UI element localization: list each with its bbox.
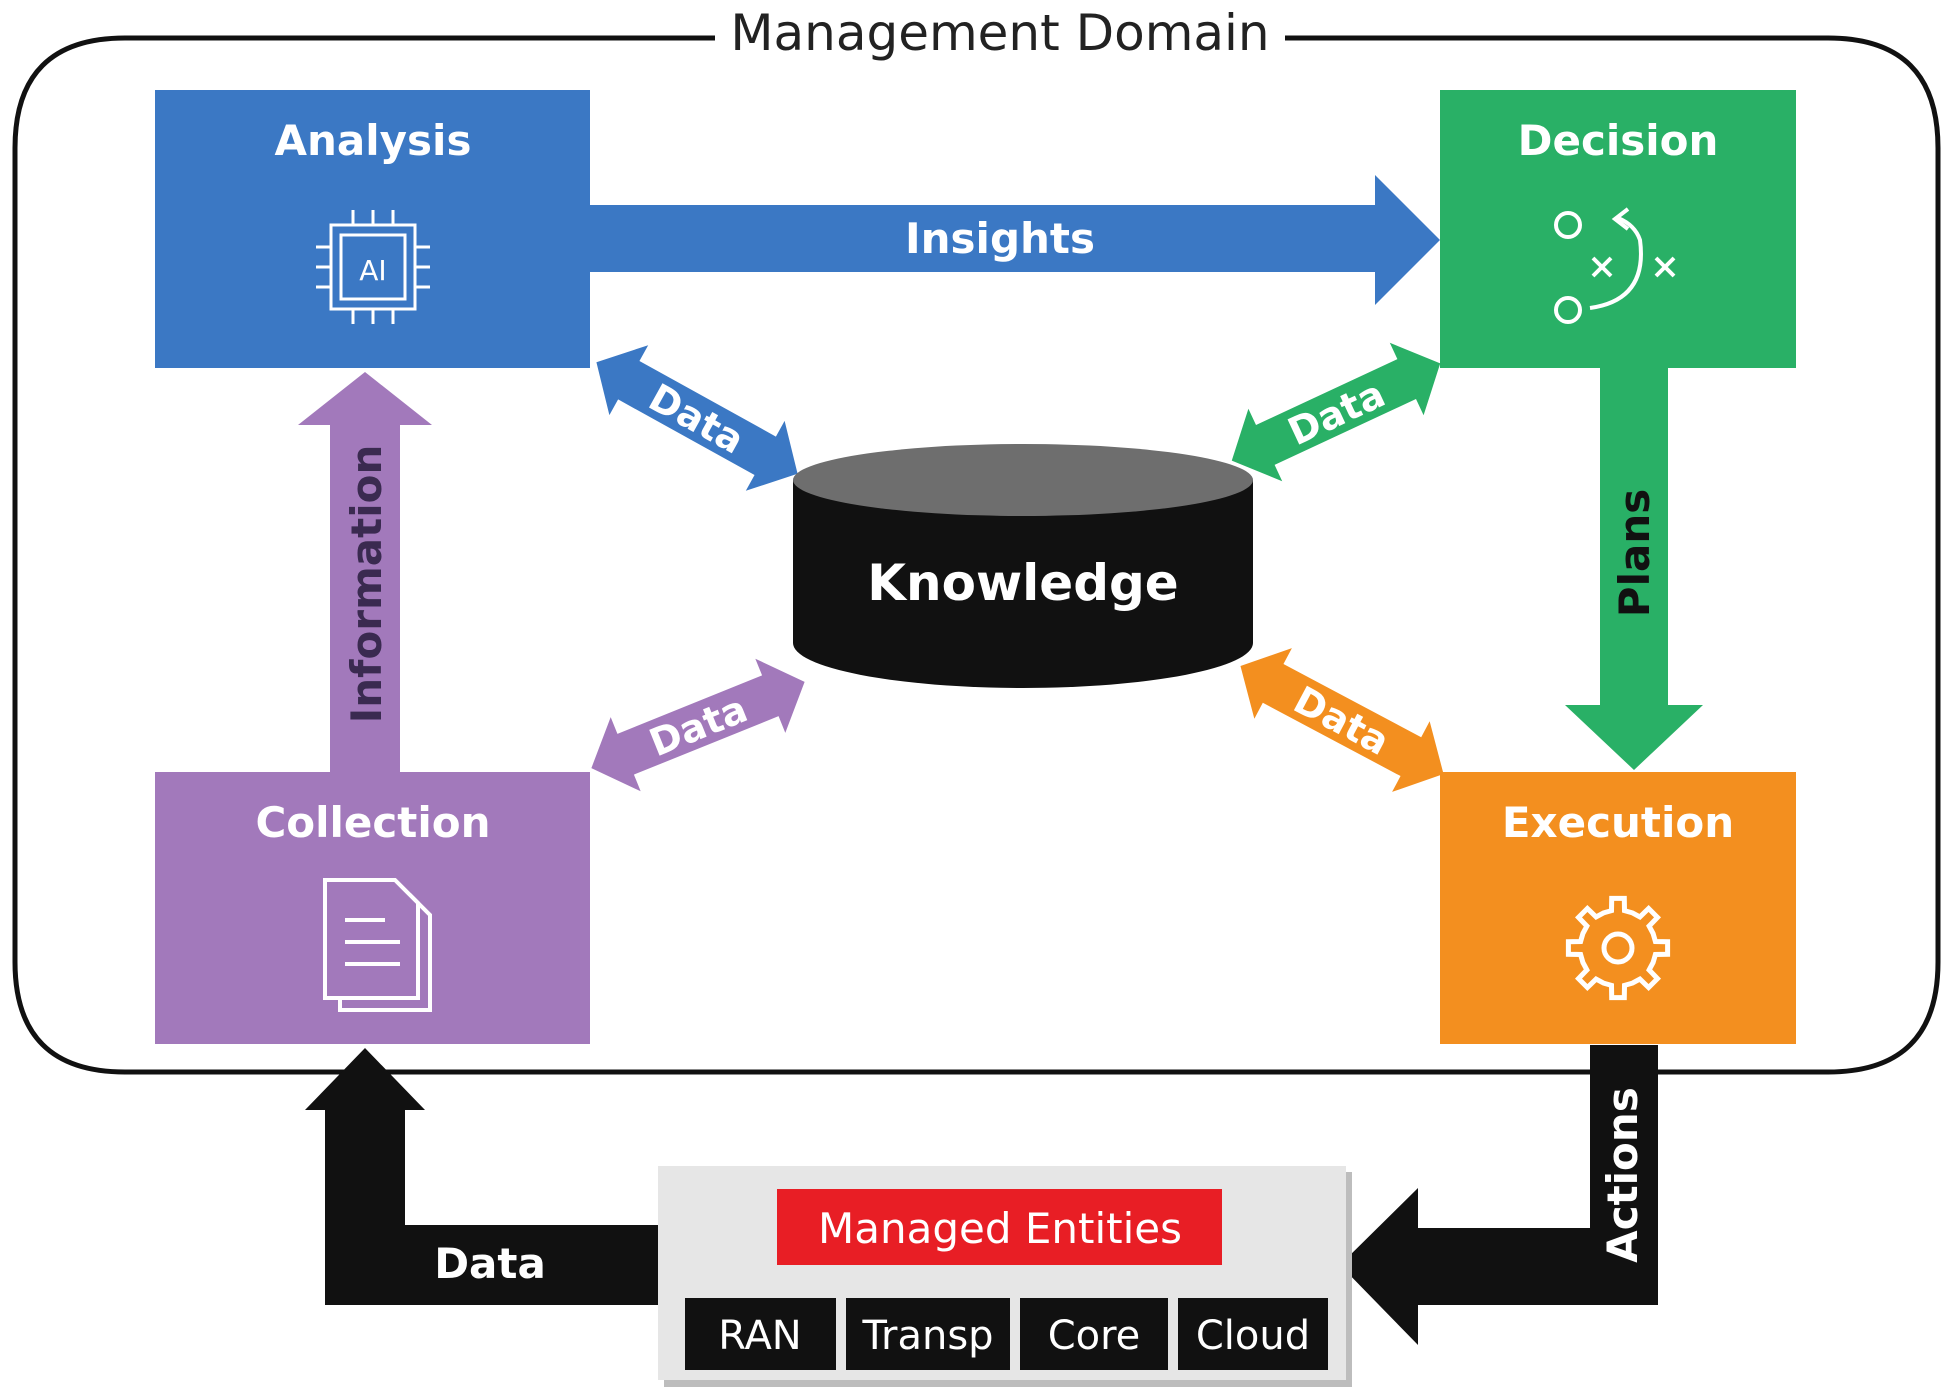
- data-label-collection: Data: [643, 687, 753, 766]
- entity-label-ran: RAN: [718, 1313, 801, 1359]
- plans-label: Plans: [1610, 489, 1659, 617]
- decision-title: Decision: [1518, 116, 1719, 165]
- knowledge-cylinder-top: [793, 444, 1253, 516]
- data-label-analysis: Data: [642, 375, 752, 462]
- ai-chip-text: AI: [359, 254, 386, 287]
- gear-icon: [1565, 895, 1671, 1001]
- collection-stage: Collection: [155, 772, 590, 1044]
- plans-arrow: [1565, 365, 1703, 770]
- execution-stage: Execution: [1440, 772, 1796, 1044]
- management-domain-boundary: [12, 35, 1941, 1075]
- ai-chip-icon: [316, 210, 430, 324]
- insights-arrow: [585, 175, 1440, 305]
- entity-box-transp: [846, 1298, 1010, 1370]
- document-icon: [323, 878, 432, 1012]
- actions-label: Actions: [1598, 1087, 1647, 1263]
- information-label: Information: [342, 445, 391, 724]
- management-domain-title: Management Domain: [730, 4, 1269, 62]
- data-arrow-decision: [1231, 342, 1441, 482]
- collection-title: Collection: [255, 798, 490, 847]
- execution-title: Execution: [1502, 798, 1734, 847]
- strategy-play-icon: [1554, 207, 1676, 324]
- data-label-decision: Data: [1281, 372, 1391, 455]
- managed-entities-title-bar: [777, 1189, 1222, 1265]
- entity-label-core: Core: [1048, 1313, 1141, 1359]
- knowledge-store: Knowledge: [793, 444, 1253, 688]
- entity-label-cloud: Cloud: [1196, 1313, 1310, 1359]
- entity-box-cloud: [1178, 1298, 1328, 1370]
- data-arrow-analysis: [596, 345, 798, 491]
- decision-stage: Decision: [1440, 90, 1796, 368]
- gear-outline: [1565, 895, 1671, 1001]
- analysis-stage: Analysis AI: [155, 90, 590, 368]
- knowledge-cylinder-body: [793, 480, 1253, 688]
- entity-box-ran: [685, 1298, 836, 1370]
- knowledge-label: Knowledge: [867, 554, 1178, 612]
- data-arrow-execution: [1240, 648, 1444, 792]
- managed-entities-title: Managed Entities: [818, 1204, 1182, 1253]
- data-label-execution: Data: [1287, 678, 1397, 764]
- entity-box-core: [1020, 1298, 1168, 1370]
- entity-label-transp: Transp: [861, 1313, 993, 1359]
- actions-arrow: [1340, 1045, 1658, 1345]
- data-return-label: Data: [434, 1239, 546, 1288]
- decision-box: [1440, 90, 1796, 368]
- data-return-arrow: [305, 1048, 660, 1305]
- information-arrow: [298, 372, 432, 772]
- analysis-title: Analysis: [275, 116, 472, 165]
- data-arrow-collection: [591, 658, 805, 792]
- managed-entities-panel: Managed Entities RAN Transp Core Cloud: [658, 1166, 1352, 1387]
- insights-label: Insights: [905, 214, 1095, 263]
